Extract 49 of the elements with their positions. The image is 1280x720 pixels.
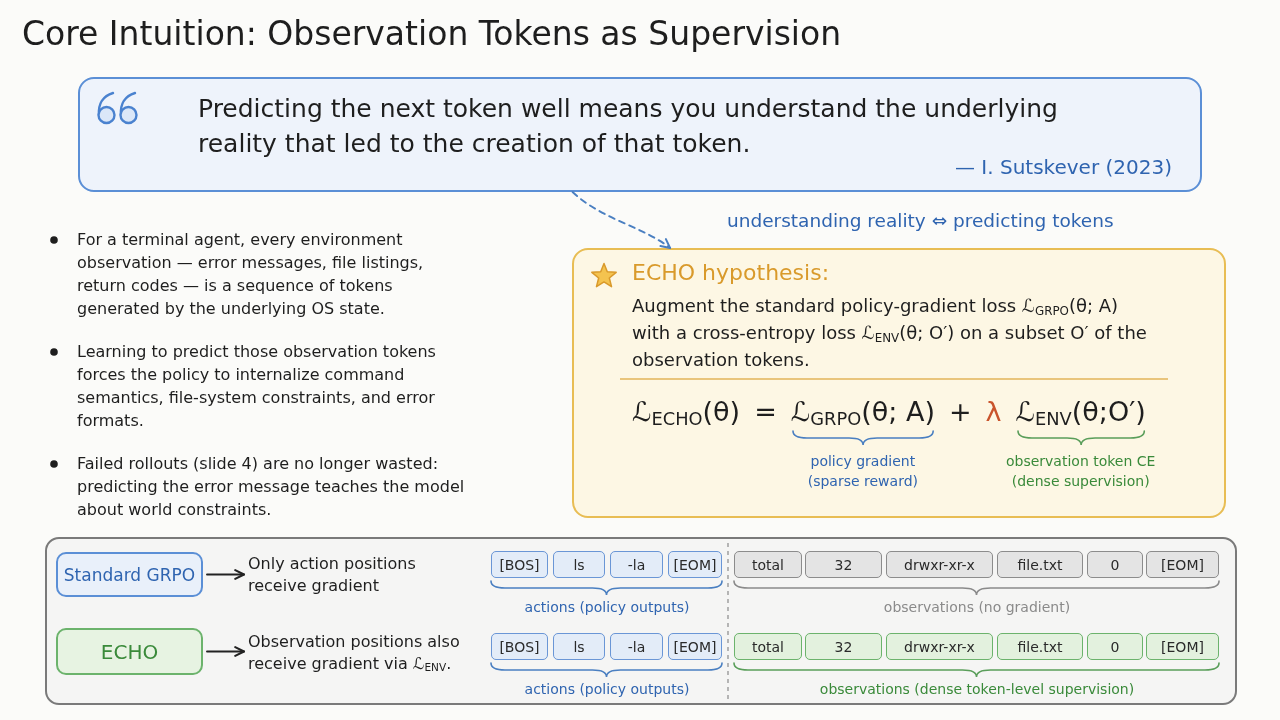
equivalence-note: understanding reality ⇔ predicting tokens (727, 210, 1114, 231)
token-tile: 32 (805, 633, 882, 660)
token-tile: 0 (1087, 633, 1143, 660)
dashed-arrow (571, 191, 672, 249)
token-tile: -la (610, 633, 663, 660)
comparison-panel (45, 537, 1237, 705)
arrow (206, 646, 245, 657)
token-tile: ls (553, 633, 605, 660)
slide-title: Core Intuition: Observation Tokens as Supervision (22, 14, 842, 53)
token-tile: 0 (1087, 551, 1143, 578)
brace-label: actions (policy outputs) (524, 681, 690, 697)
method-box: Standard GRPO (56, 552, 203, 597)
brace-label: observation token CE (dense supervision) (1004, 452, 1157, 491)
panel-heading: ECHO hypothesis: (632, 260, 830, 285)
token-tile: file.txt (997, 551, 1083, 578)
quote-box (78, 77, 1202, 192)
equation-term: ℒ$_{ENV}$(θ;O′) (1015, 396, 1146, 427)
hypothesis-text: Augment the standard policy-gradient loss ℒ$_{GRPO}$(θ; A) with a cross-entropy loss ℒ$_{ENV}$(θ; O′) on a subset O′ of the observation tokens. (632, 294, 1148, 372)
token-tile: -la (610, 551, 663, 578)
brace-label: actions (policy outputs) (524, 599, 690, 615)
equation-term: ℒ$_{GRPO}$(θ; A) (790, 396, 935, 427)
token-tile: ls (553, 551, 605, 578)
equals-sign: = (754, 396, 777, 427)
bullet-text: Learning to predict those observation tokens forces the policy to internalize command semantics, file-system constraints, and error formats. (77, 341, 437, 432)
lambda-symbol: λ (985, 396, 1002, 427)
token-tile: total (734, 551, 802, 578)
description-text: Observation positions also receive gradient via ℒ$_{ENV}$. (248, 631, 470, 675)
brace-label: observations (dense token-level supervision) (819, 681, 1135, 697)
bullet-text: Failed rollouts (slide 4) are no longer wasted: predicting the error message teaches the model about world constraints. (77, 453, 466, 521)
token-tile: 32 (805, 551, 882, 578)
brace-label: policy gradient (sparse reward) (806, 452, 919, 491)
hypothesis-panel (572, 248, 1226, 518)
token-tile: [BOS] (491, 551, 548, 578)
token-tile: [EOM] (1146, 551, 1219, 578)
token-tile: [EOM] (668, 633, 722, 660)
token-tile: [BOS] (491, 633, 548, 660)
token-tile: [EOM] (668, 551, 722, 578)
token-tile: [EOM] (1146, 633, 1219, 660)
token-tile: drwxr-xr-x (886, 633, 993, 660)
method-box: ECHO (56, 628, 203, 675)
bullet-text: For a terminal agent, every environment observation — error messages, file listings, return codes — is a sequence of tokens generated by the underlying OS state. (77, 229, 425, 320)
plus-sign: + (948, 396, 972, 427)
description-text: Only action positions receive gradient (248, 553, 470, 597)
brace-label: observations (no gradient) (883, 599, 1071, 615)
token-tile: total (734, 633, 802, 660)
token-tile: drwxr-xr-x (886, 551, 993, 578)
token-tile: file.txt (997, 633, 1083, 660)
arrow (206, 569, 245, 580)
equation-term: ℒ$_{ECHO}$(θ) (632, 396, 741, 427)
